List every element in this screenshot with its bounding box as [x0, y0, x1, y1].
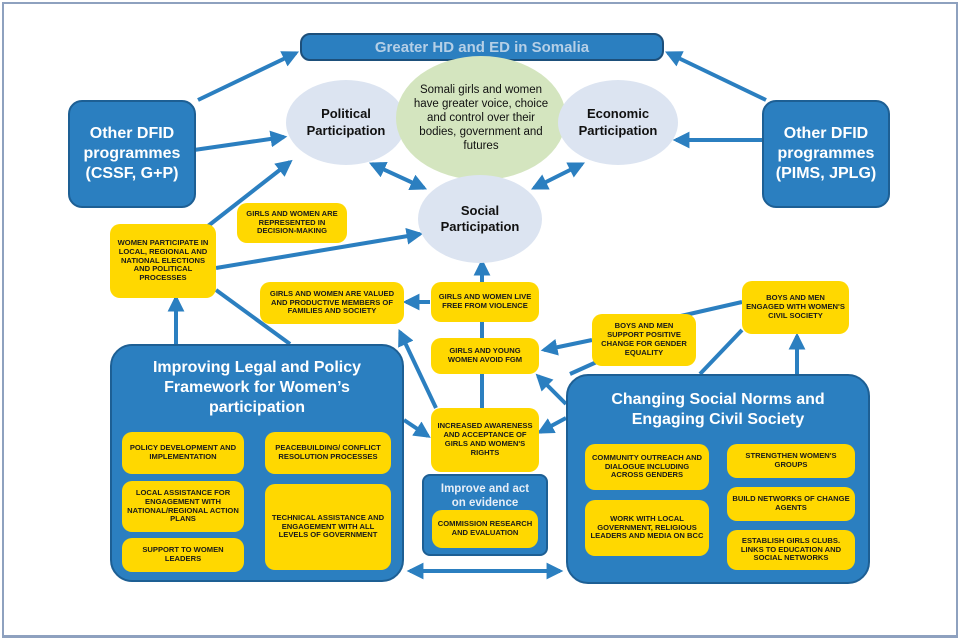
arrow-social-norms-to-awareness	[537, 416, 567, 434]
top-goal-label: Greater HD and ED in Somalia	[374, 38, 590, 56]
arrow-women-participate-to-social	[215, 227, 424, 270]
norms-activity-womens-groups: Strengthen women's groups	[727, 444, 855, 478]
represented-box: Girls and women are represented in decis…	[237, 203, 347, 243]
impact-ellipse: Somali girls and women have greater voic…	[396, 56, 566, 180]
women-participate-box: Women participate in local, regional and…	[110, 224, 216, 298]
boys-engaged-box: Boys and men engaged with women's civil …	[742, 281, 849, 334]
avoid-fgm-box: Girls and young women avoid FGM	[431, 338, 539, 374]
line-social-norms-to-boys-engaged	[698, 328, 744, 376]
awareness-box: Increased awareness and acceptance of gi…	[431, 408, 539, 472]
other-programmes-right-label: Other DFID programmes (PIMS, JPLG)	[775, 125, 877, 182]
valued-box: Girls and women are valued and productiv…	[260, 282, 404, 324]
arrow-left-programmes-to-goal	[197, 51, 300, 102]
arrow-legal-to-awareness	[402, 418, 431, 438]
arrow-right-programmes-to-goal	[664, 51, 767, 102]
political-participation-label: Political Participation	[306, 106, 386, 138]
legal-activity-local-assistance: Local assistance for engagement with nat…	[122, 481, 244, 532]
legal-activity-women-leaders: Support to women leaders	[122, 538, 244, 572]
boys-support-box: Boys and men support positive change for…	[592, 314, 696, 366]
political-participation-ellipse: Political Participation	[286, 80, 406, 165]
legal-activity-peacebuilding: Peacebuilding/ conflict resolution proce…	[265, 432, 391, 474]
social-participation-ellipse: Social Participation	[418, 175, 542, 263]
legal-activity-technical-assistance: Technical assistance and engagement with…	[265, 484, 391, 570]
line-women-participate-to-legal	[214, 288, 292, 346]
arrow-women-participate-to-political	[206, 159, 293, 228]
impact-statement: Somali girls and women have greater voic…	[413, 83, 549, 153]
norms-activity-local-government: Work with local government, religious le…	[585, 500, 709, 556]
norms-activity-outreach: Community outreach and dialogue includin…	[585, 444, 709, 490]
social-participation-label: Social Participation	[440, 202, 520, 234]
arrow-boys-support-to-fgm	[540, 338, 593, 356]
other-programmes-right: Other DFID programmes (PIMS, JPLG)	[762, 100, 890, 208]
economic-participation-label: Economic Participation	[578, 106, 658, 138]
evidence-title: Improve and act on evidence	[440, 483, 530, 510]
norms-activity-networks: Build networks of change agents	[727, 487, 855, 521]
arrow-economic-social	[530, 162, 586, 190]
social-norms-title: Changing Social Norms and Engaging Civil…	[611, 391, 825, 428]
legal-framework-title: Improving Legal and Policy Framework for…	[152, 359, 362, 416]
norms-activity-girls-clubs: Establish girls clubs. Links to educatio…	[727, 530, 855, 570]
arrow-awareness-to-valued	[398, 328, 438, 409]
economic-participation-ellipse: Economic Participation	[558, 80, 678, 165]
other-programmes-left-label: Other DFID programmes (CSSF, G+P)	[83, 125, 181, 182]
evidence-activity-research: Commission research and evaluation	[432, 510, 538, 548]
arrow-political-social	[368, 162, 428, 190]
legal-activity-policy: Policy development and implementation	[122, 432, 244, 474]
other-programmes-left: Other DFID programmes (CSSF, G+P)	[68, 100, 196, 208]
arrow-social-norms-to-fgm	[535, 373, 568, 406]
free-violence-box: Girls and women live free from violence	[431, 282, 539, 322]
arrow-left-programmes-to-political	[193, 130, 288, 152]
